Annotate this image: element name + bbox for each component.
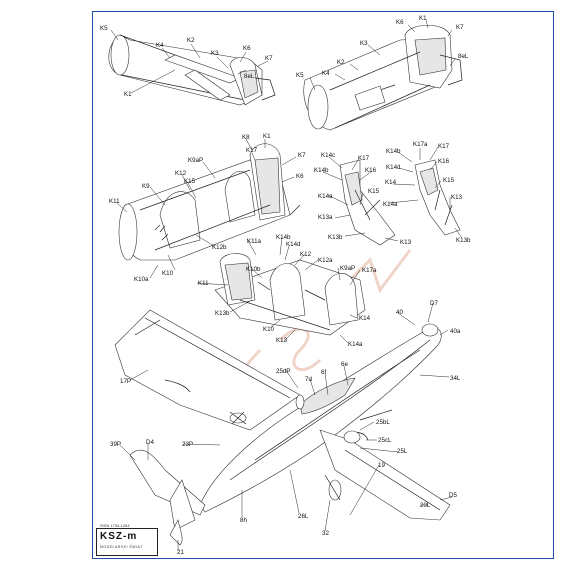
label-k10a: K10a [134, 276, 149, 283]
label-k13-b: K13 [451, 194, 463, 201]
label-k14a-c: K14a [348, 341, 363, 348]
label-k14b-b: K14b [386, 148, 401, 155]
tunnel-assembly-left [108, 34, 276, 106]
label-k15-c: K15 [443, 177, 455, 184]
label-k3-b: K3 [360, 40, 368, 47]
label-k1: K1 [124, 91, 132, 98]
label-k17-b: K17 [358, 155, 370, 162]
issn-text: ISSN 1734-1264 [100, 523, 130, 528]
label-k11a: K11a [247, 238, 262, 245]
label-k1-b: K1 [419, 15, 427, 22]
label-k9ap-b: K9aP [340, 265, 355, 272]
label-k9ap: K9aP [188, 157, 203, 164]
label-k17-c: K17 [438, 143, 450, 150]
label-k14a: K14a [318, 193, 333, 200]
label-k6-c: K6 [296, 173, 304, 180]
label-34l: 34L [450, 375, 461, 382]
label-19: 19 [378, 462, 385, 469]
label-7d: 7d [305, 376, 312, 383]
label-k14d-b: K14d [286, 241, 301, 248]
ksz-logo: KSZ-m [100, 531, 138, 542]
label-25l: 25L [397, 448, 408, 455]
cockpit-floor-assembly [214, 253, 366, 336]
label-k13b-c: K13b [215, 310, 230, 317]
label-21: 21 [177, 549, 184, 556]
label-k12a: K12a [318, 257, 333, 264]
label-6e: 6e [341, 361, 348, 368]
part-labels: K5 K4 K2 K3 K6 K7 K1 8eL K6 K1 K7 K3 8eL… [100, 15, 471, 556]
tunnel-assembly-right [303, 24, 463, 131]
label-8h: 8h [240, 517, 247, 524]
label-k16-b: K16 [438, 158, 450, 165]
label-k14a-b: K14a [383, 201, 398, 208]
label-k14-b: K14 [359, 315, 371, 322]
label-k2: K2 [187, 37, 195, 44]
label-k17a: K17a [413, 141, 428, 148]
label-k11: K11 [109, 198, 120, 205]
seat-panels [339, 159, 461, 246]
cockpit-tub-main [118, 143, 301, 261]
label-d5: D5 [449, 492, 457, 499]
label-k6-b: K6 [396, 19, 404, 26]
label-k4: K4 [156, 42, 164, 49]
label-39p: 39P [110, 441, 121, 448]
label-k16: K16 [365, 167, 377, 174]
label-20l: 20L [420, 502, 431, 509]
label-25cl: 25cL [378, 437, 392, 444]
label-26l: 26L [298, 513, 309, 520]
logo-subtitle: MODELARSKI ŚWIAT [100, 545, 143, 549]
label-k7: K7 [265, 55, 273, 62]
label-8el-b: 8eL [458, 53, 469, 60]
label-k17a-b: K17a [362, 267, 377, 274]
label-k7-c: K7 [298, 152, 306, 159]
label-k8: K8 [242, 134, 250, 141]
label-k12-b: K12 [300, 251, 312, 258]
label-25bl: 25bL [376, 419, 390, 426]
label-23p: 23P [182, 441, 193, 448]
label-k3: K3 [211, 50, 219, 57]
label-k5: K5 [100, 25, 108, 32]
label-k10: K10 [162, 270, 174, 277]
aircraft-outline [114, 309, 451, 546]
label-k2-b: K2 [337, 59, 345, 66]
label-k14: K14 [385, 179, 397, 186]
label-32: 32 [322, 530, 329, 537]
label-k14b-c: K14b [276, 234, 291, 241]
label-k14d: K14d [386, 164, 401, 171]
label-k13b-b: K13b [456, 237, 471, 244]
label-k5-b: K5 [296, 72, 304, 79]
label-k13a: K13a [318, 214, 333, 221]
label-k4-b: K4 [322, 70, 330, 77]
label-k14b: K14b [314, 167, 329, 174]
logo-box [96, 528, 158, 556]
label-6f: 6f [321, 369, 326, 376]
leader-lines [110, 19, 463, 551]
label-d7: D7 [430, 300, 438, 307]
label-k12b: K12b [212, 244, 227, 251]
label-17p: 17P [120, 378, 131, 385]
page-border [92, 11, 554, 559]
label-k6: K6 [243, 45, 251, 52]
label-k14c: K14c [321, 152, 335, 159]
label-k13b: K13b [328, 234, 343, 241]
label-k13: K13 [400, 239, 412, 246]
label-k12: K12 [175, 170, 187, 177]
label-k9: K9 [142, 183, 150, 190]
label-40a: 40a [450, 328, 461, 335]
label-k15: K15 [184, 178, 196, 185]
label-k10b: K10b [246, 266, 261, 273]
label-25dp: 25dP [276, 368, 290, 375]
label-8el: 8eL [244, 73, 255, 80]
label-k17: K17 [246, 147, 258, 154]
label-40: 40 [396, 309, 403, 316]
label-k10-b: K10 [263, 326, 275, 333]
label-k7-b: K7 [456, 24, 464, 31]
label-d4: D4 [146, 439, 154, 446]
label-k1-c: K1 [263, 133, 271, 140]
label-k15-b: K15 [368, 188, 380, 195]
label-k13-c: K13 [276, 337, 288, 344]
label-k11-b: K11 [198, 280, 209, 287]
